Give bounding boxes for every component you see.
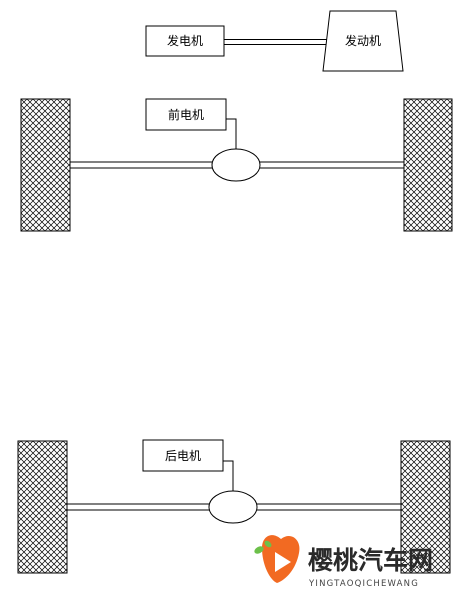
rear-motor-box xyxy=(142,439,224,472)
engine-block: 发动机 xyxy=(322,10,404,72)
front-motor-ellipse xyxy=(211,148,261,182)
rear-axle: 后电机 xyxy=(17,439,451,574)
rear-right-wheel xyxy=(400,440,451,574)
watermark-brand-text: 樱桃汽车网 xyxy=(308,546,433,575)
rear-motor-label: 后电机 xyxy=(165,449,201,463)
front-left-wheel xyxy=(20,98,71,232)
front-right-wheel xyxy=(403,98,453,232)
rear-left-wheel xyxy=(17,440,68,574)
front-motor-label: 前电机 xyxy=(168,107,204,122)
rear-motor-ellipse xyxy=(208,490,258,524)
front-motor-box xyxy=(145,98,227,131)
watermark-pinyin-text: YINGTAOQICHEWANG xyxy=(308,579,419,589)
front-axle: 前电机 xyxy=(20,98,453,232)
rear-motor-leader xyxy=(223,460,234,491)
generator-engine-shaft xyxy=(224,39,329,45)
cherry-play-icon xyxy=(254,535,300,583)
generator-block: 发电机 xyxy=(145,25,225,57)
watermark: 樱桃汽车网 YINGTAOQICHEWANG xyxy=(254,535,433,589)
generator-label: 发电机 xyxy=(167,33,203,48)
front-motor-leader xyxy=(226,118,237,149)
engine-label: 发动机 xyxy=(345,33,381,48)
